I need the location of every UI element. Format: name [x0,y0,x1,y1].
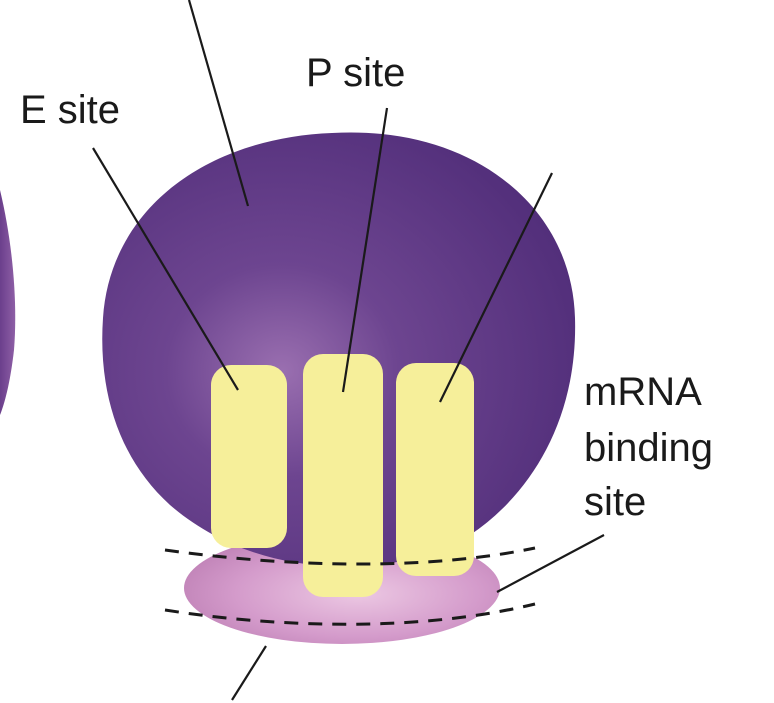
mrna-binding-site-leader-line [497,535,604,592]
left-partial-subunit [0,190,15,415]
a-site-slot [396,363,474,576]
small-subunit-leader-line [232,646,266,700]
mrna-binding-site-label-line3: site [584,480,646,524]
e-site-slot [211,365,287,548]
mrna-binding-site-label-line1: mRNA [584,370,702,414]
mrna-binding-site-label-line2: binding [584,426,713,470]
p-site-label: P site [306,51,405,95]
e-site-label: E site [20,88,120,132]
